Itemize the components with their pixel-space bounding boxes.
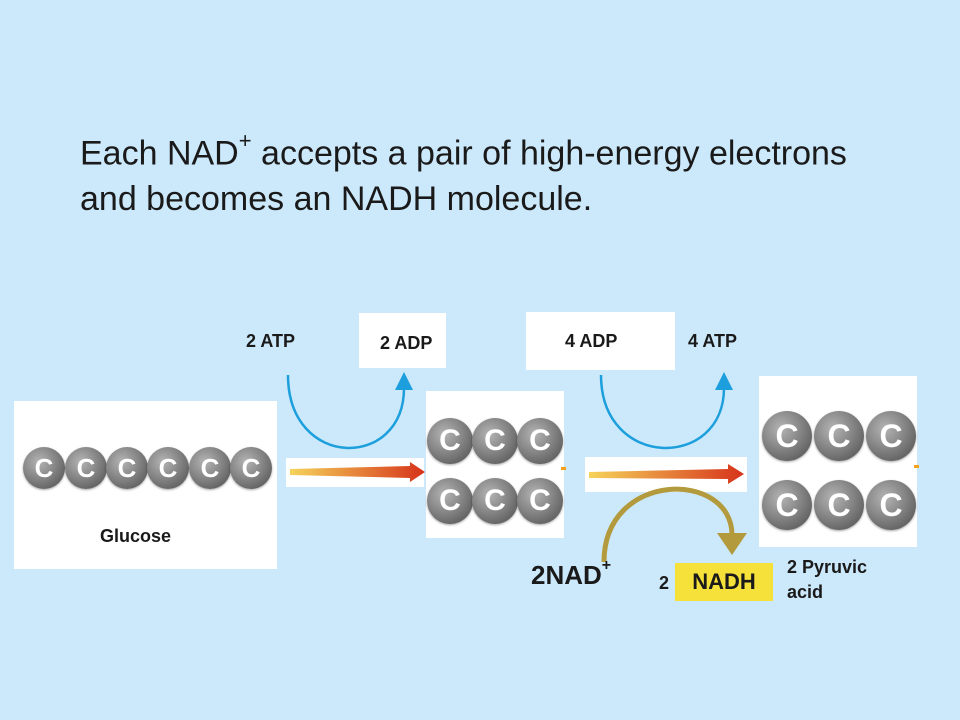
glucose-panel — [14, 401, 277, 569]
atp-2-label: 2 ATP — [246, 331, 296, 351]
adp-atp-curve-arrow-2 — [599, 372, 733, 450]
glucose-label: Glucose — [100, 526, 172, 546]
atp-4-label: 4 ATP — [688, 331, 738, 351]
tick-mark-1 — [561, 467, 566, 470]
adp-4-label: 4 ADP — [565, 331, 618, 351]
caption-line-2: and becomes an NADH molecule. — [80, 180, 593, 219]
pyruvic-label-line-1: 2 Pyruvic — [787, 557, 868, 577]
glucose-atom: C — [230, 447, 272, 489]
caption-nad-sup: + — [238, 128, 252, 153]
nadh-box: NADH — [675, 563, 773, 601]
pyruvic-label-line-2: acid — [787, 582, 824, 602]
reaction-arrow-1 — [290, 462, 425, 482]
caption-line-1-rest: accepts a pair of high-energy electrons — [251, 134, 847, 173]
glucose-atom: C — [106, 447, 148, 489]
pyruvic-atom: C — [814, 480, 864, 530]
glucose-atom: C — [189, 447, 231, 489]
nadh-count: 2 — [659, 573, 670, 593]
intermediate-atom: C — [427, 418, 473, 464]
pyruvic-atom: C — [762, 411, 812, 461]
intermediate-atom: C — [472, 478, 518, 524]
pyruvic-atom: C — [866, 480, 916, 530]
nad-text: 2NAD — [531, 560, 602, 590]
atp-adp-curve-arrow-1 — [286, 372, 413, 450]
pyruvic-atom: C — [762, 480, 812, 530]
intermediate-atom: C — [472, 418, 518, 464]
intermediate-atom: C — [517, 418, 563, 464]
nad-nadh-arrow — [601, 486, 747, 563]
glucose-atom: C — [65, 447, 107, 489]
tick-mark-2 — [914, 465, 919, 468]
adp-4-box — [526, 312, 675, 370]
intermediate-atom: C — [517, 478, 563, 524]
nad-label: 2NAD+ — [531, 557, 612, 591]
pyruvic-atom: C — [814, 411, 864, 461]
intermediate-atom: C — [427, 478, 473, 524]
adp-2-box — [359, 313, 446, 368]
caption-text: Each NAD+ accepts a pair of high-energy … — [80, 122, 940, 222]
glucose-atom: C — [147, 447, 189, 489]
nad-sup: + — [601, 557, 612, 575]
caption-nad: Each NAD — [80, 134, 239, 173]
pyruvic-atom: C — [866, 411, 916, 461]
reaction-arrow-2 — [589, 464, 744, 484]
glucose-atom: C — [23, 447, 65, 489]
adp-2-label: 2 ADP — [380, 333, 433, 353]
caption-line-1: Each NAD+ accepts a pair of high-energy … — [80, 122, 940, 176]
